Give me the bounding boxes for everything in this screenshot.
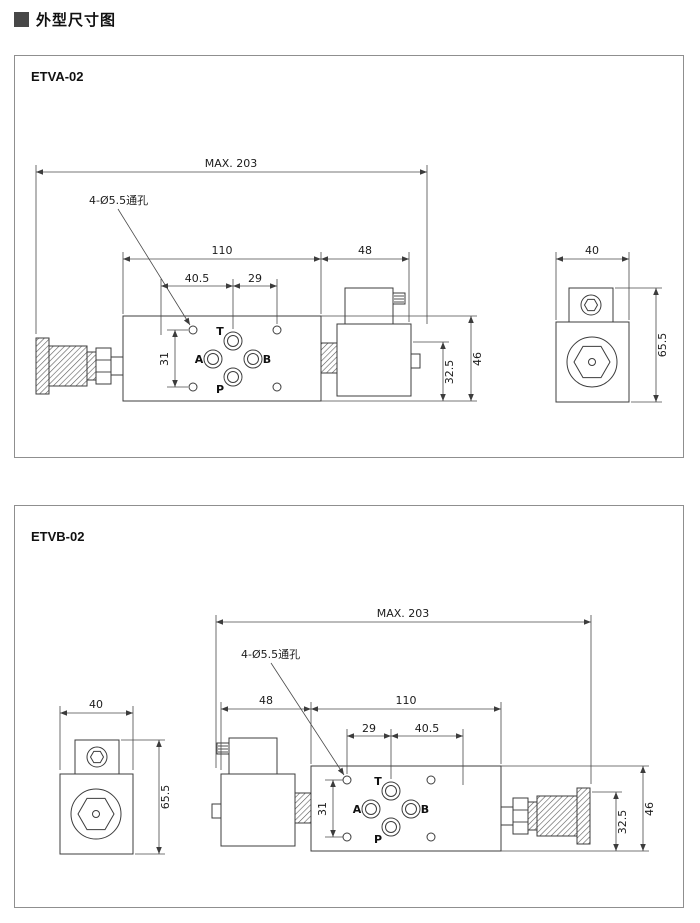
dim-hole-to-center: 29 [362,722,376,735]
section-marker-icon [14,12,29,27]
end-view: 40 65.5 [555,244,669,403]
dim-end-width: 40 [585,244,599,257]
port-label-t: T [374,775,382,788]
port-pattern: T A B P [188,325,282,396]
dimension-hole-note: 4-Ø5.5通孔 [241,648,345,776]
dim-hole-span: 31 [158,352,171,366]
panel-etva-02: ETVA-02 [14,55,684,458]
model-label: ETVB-02 [31,529,85,544]
dimension-lengths: 48 110 [220,694,502,770]
etva-02-drawing: T A B P MAX. 203 [35,157,669,403]
port-label-t: T [216,325,224,338]
dim-hole-span: 31 [316,802,329,816]
etvb-02-drawing: 40 65.5 [59,607,656,855]
section-header: 外型尺寸图 [14,9,116,30]
dim-body-height: 46 [471,352,484,366]
dim-hole-to-center: 29 [248,272,262,285]
hole-note: 4-Ø5.5通孔 [241,648,300,661]
dimension-hole-note: 4-Ø5.5通孔 [89,194,191,326]
solenoid [211,737,312,847]
dim-port-center: 40.5 [415,722,440,735]
adjustment-knob [35,337,124,395]
dimension-heights: 32.5 46 [501,765,656,852]
dimension-heights: 32.5 46 [321,315,484,402]
dimension-hole-span: 31 [158,329,188,388]
port-label-a: A [195,353,204,366]
dim-solenoid-length: 48 [358,244,372,257]
dim-body-length: 110 [212,244,233,257]
model-label: ETVA-02 [31,69,84,84]
solenoid [320,287,421,397]
panel-etvb-02: ETVB-02 40 [14,505,684,908]
dimension-hole-span: 31 [316,779,343,838]
dimension-port-offsets: 40.5 29 [160,272,278,335]
dim-max-length: MAX. 203 [377,607,430,620]
dim-port-center: 40.5 [185,272,210,285]
dim-height-mid: 32.5 [616,810,629,835]
dim-body-height: 46 [643,802,656,816]
dimension-max-length: MAX. 203 [35,157,428,334]
dim-max-length: MAX. 203 [205,157,258,170]
dimension-lengths: 110 48 [122,244,410,322]
port-label-p: P [374,833,382,846]
port-label-p: P [216,383,224,396]
hole-note: 4-Ø5.5通孔 [89,194,148,207]
end-view: 40 65.5 [59,698,172,855]
dimension-port-offsets: 29 40.5 [346,722,464,785]
dimension-max-length: MAX. 203 [215,607,592,784]
dim-end-height: 65.5 [656,333,669,358]
page-title: 外型尺寸图 [36,12,117,29]
port-label-b: B [421,803,429,816]
adjustment-knob [500,787,591,845]
dim-end-height: 65.5 [159,785,172,810]
port-pattern: T A B P [342,775,436,846]
dim-solenoid-length: 48 [259,694,273,707]
dim-height-mid: 32.5 [443,360,456,385]
port-label-a: A [353,803,362,816]
dim-end-width: 40 [89,698,103,711]
dim-body-length: 110 [396,694,417,707]
port-label-b: B [263,353,271,366]
